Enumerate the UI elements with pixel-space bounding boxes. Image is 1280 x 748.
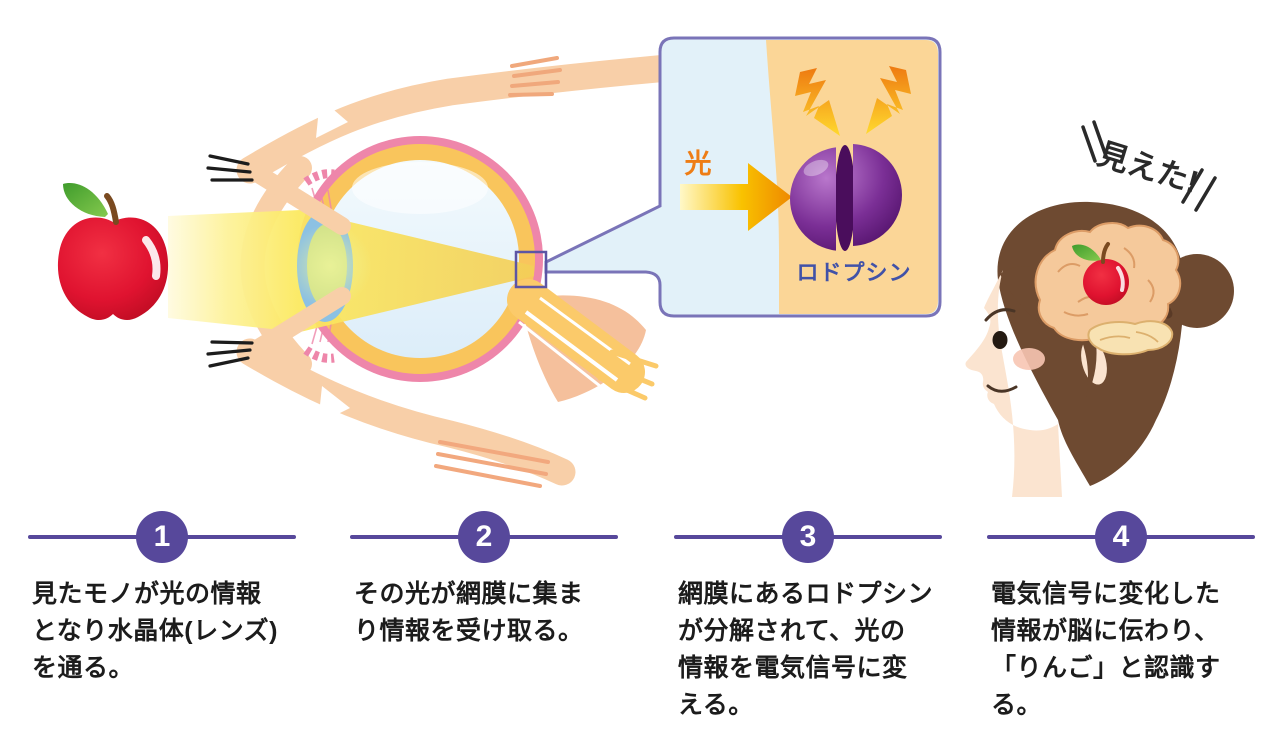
divider-line <box>350 535 618 539</box>
molecule-left-half <box>790 147 836 251</box>
step-2: 2 その光が網膜に集ま り情報を受け取る。 <box>350 511 618 650</box>
woman-head: 見えた! <box>965 120 1234 497</box>
apple <box>57 183 169 321</box>
optic-nerve <box>507 279 659 402</box>
step-divider: 4 <box>987 511 1255 563</box>
step-number-badge: 4 <box>1095 511 1147 563</box>
divider-line <box>28 535 296 539</box>
eyebrow <box>984 308 1016 322</box>
step-number-badge: 3 <box>782 511 834 563</box>
hair-sideburn <box>1080 336 1097 398</box>
molecule-right-half <box>853 144 902 246</box>
step-divider: 3 <box>674 511 942 563</box>
molecule-label: ロドプシン <box>796 260 911 285</box>
step-number-badge: 2 <box>458 511 510 563</box>
vitreous-highlight <box>352 162 488 214</box>
step-number: 4 <box>1112 520 1130 553</box>
emphasis-marks <box>1081 120 1217 212</box>
step-3: 3 網膜にあるロドプシン が分解されて、光の 情報を電気信号に変 える。 <box>674 511 942 724</box>
lower-eyelid-muscle <box>206 287 576 488</box>
retina-focus-square <box>514 250 548 289</box>
step-divider: 2 <box>350 511 618 563</box>
eye <box>992 331 1008 349</box>
molecule-split-gap <box>835 145 855 251</box>
smile <box>986 384 1018 393</box>
callout-box: 光 ロドプシン <box>544 36 942 318</box>
step-divider: 1 <box>28 511 296 563</box>
apple-leaf <box>63 183 108 217</box>
upper-eyelashes <box>206 154 254 182</box>
step-number: 3 <box>799 520 817 553</box>
step-text: その光が網膜に集ま り情報を受け取る。 <box>354 580 584 645</box>
head-caption: 見えた! <box>1094 136 1203 200</box>
brain-apple <box>1072 242 1129 305</box>
step-text: 電気信号に変化した 情報が脳に伝わり、 「りんご」と認識する。 <box>991 580 1221 719</box>
step-number: 2 <box>475 520 493 553</box>
light-arrow-icon <box>680 163 792 231</box>
rhodopsin-molecule <box>790 144 902 251</box>
cerebellum <box>1087 320 1174 356</box>
eye-cross-section <box>168 47 775 488</box>
vision-illustration: 光 ロドプシン <box>57 36 1234 497</box>
divider-line <box>674 535 942 539</box>
molecule-gloss <box>803 159 829 177</box>
lightning-bolt-icons <box>795 66 911 136</box>
blush <box>1013 348 1045 370</box>
divider-line <box>987 535 1255 539</box>
light-label: 光 <box>684 149 712 179</box>
step-1: 1 見たモノが光の情報 となり水晶体(レンズ) を通る。 <box>28 511 296 687</box>
lower-eyelashes <box>206 340 254 368</box>
step-number: 1 <box>153 520 171 553</box>
apple-highlight <box>142 236 161 280</box>
step-text: 見たモノが光の情報 となり水晶体(レンズ) を通る。 <box>32 580 278 682</box>
lens-glow <box>288 224 372 308</box>
callout-outline <box>544 36 942 318</box>
face <box>965 270 1062 497</box>
step-4: 4 電気信号に変化した 情報が脳に伝わり、 「りんご」と認識する。 <box>987 511 1255 724</box>
step-number-badge: 1 <box>136 511 188 563</box>
apple-stem <box>104 193 119 225</box>
step-text: 網膜にあるロドプシン が分解されて、光の 情報を電気信号に変 える。 <box>678 580 934 719</box>
